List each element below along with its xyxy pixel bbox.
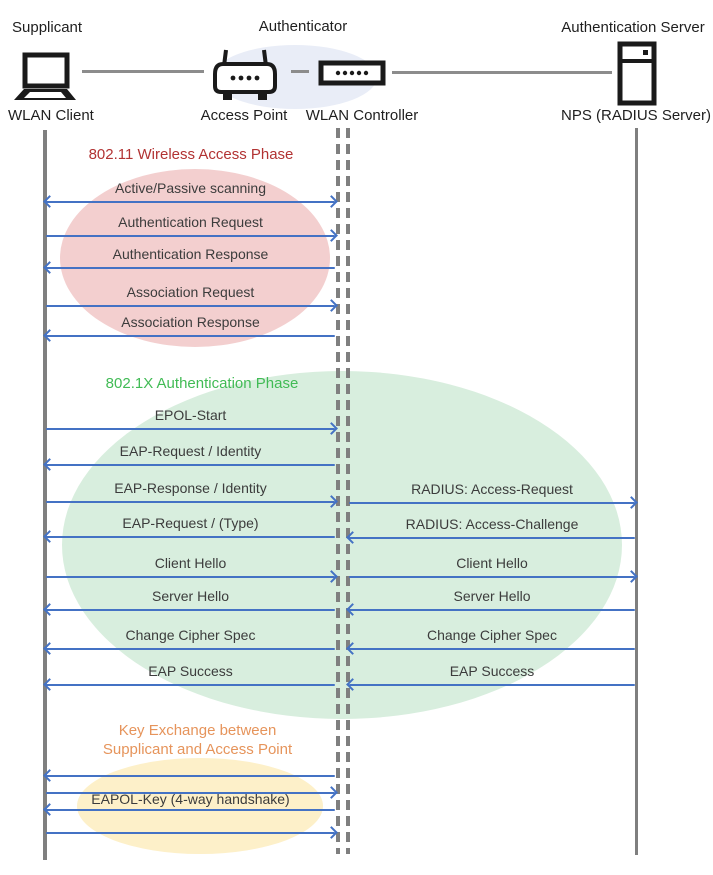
message-client-hello-left: Client Hello [45,552,338,583]
message-label: EAP Success [148,663,233,679]
arrow-line [46,774,335,777]
message-label: Authentication Response [112,246,269,262]
lifeline-controller-dashed-1 [336,128,340,854]
arrow-line [46,304,335,307]
laptop-icon [14,52,76,100]
message-label: Client Hello [456,555,528,571]
arrow-line [46,200,335,203]
message-radius-access-request: RADIUS: Access-Request [348,478,638,509]
message-active-passive-scanning: Active/Passive scanning [43,177,338,208]
message-label: Active/Passive scanning [115,180,266,196]
message-eapol-key-3: EAPOL-Key (4-way handshake) [43,785,336,816]
message-authentication-response: Authentication Response [43,243,336,274]
message-eapol-key-4 [45,808,338,839]
message-label: EAPOL-Key (4-way handshake) [91,791,290,807]
message-association-request: Association Request [45,281,338,312]
message-label: Change Cipher Spec [427,627,557,643]
arrow-line [46,808,335,811]
message-epol-start: EPOL-Start [45,404,338,435]
supplicant-role-label: Supplicant [12,19,83,36]
message-label: RADIUS: Access-Request [411,481,573,497]
message-label: Server Hello [151,588,230,604]
access-point-icon [213,49,277,100]
message-eapol-key-2 [45,768,338,799]
arrow-line [46,575,335,578]
auth-server-role-label: Authentication Server [561,19,705,36]
server-icon [617,41,657,106]
access-point-label: Access Point [200,107,288,124]
arrow-line [46,500,335,503]
phase-ellipse-80211 [60,169,330,347]
arrow-line [46,608,335,611]
lifeline-server [635,128,638,855]
link-controller-server [392,71,612,74]
message-change-cipher-spec-right: Change Cipher Spec [346,624,636,655]
arrow-line [46,427,335,430]
arrow-line [46,647,335,650]
arrow-line [46,791,335,794]
arrow-line [46,463,335,466]
link-client-ap [82,70,204,73]
message-eap-success-left: EAP Success [43,660,336,691]
message-label: Association Request [126,284,255,300]
message-label: Change Cipher Spec [125,627,256,643]
phase-ellipse-keyexchange [77,758,323,854]
message-radius-access-challenge: RADIUS: Access-Challenge [346,513,636,544]
phase-title-keyexchange-line2: Supplicant and Access Point [102,741,293,758]
message-association-response: Association Response [43,311,336,342]
nps-server-label: NPS (RADIUS Server) [560,107,712,124]
arrow-line [46,535,335,538]
message-server-hello-left: Server Hello [43,585,336,616]
message-eap-request-identity: EAP-Request / Identity [43,440,336,471]
message-change-cipher-spec-left: Change Cipher Spec [43,624,336,655]
message-eap-success-right: EAP Success [346,660,636,691]
arrow-line [349,608,635,611]
phase-title-8021x: 802.1X Authentication Phase [105,375,299,392]
lifeline-controller-dashed-2 [346,128,350,854]
message-client-hello-right: Client Hello [348,552,638,583]
message-eap-response-identity: EAP-Response / Identity [45,477,338,508]
arrow-line [349,575,635,578]
message-label: EAP Success [449,663,535,679]
message-server-hello-right: Server Hello [346,585,636,616]
phase-title-keyexchange-line1: Key Exchange between [118,722,277,739]
phase-title-80211: 802.11 Wireless Access Phase [88,146,294,163]
arrow-line [46,831,335,834]
message-label: Client Hello [154,555,227,571]
arrow-line [46,683,335,686]
message-eapol-key-1 [43,751,336,782]
wlan-controller-icon [318,60,386,86]
message-eap-request-type: EAP-Request / (Type) [43,512,336,543]
arrow-line [349,683,635,686]
arrow-line [349,536,635,539]
message-label: RADIUS: Access-Challenge [405,516,579,532]
phase-title-keyexchange: Key Exchange between Supplicant and Acce… [45,721,350,759]
message-label: EAP-Request / (Type) [122,515,259,531]
wlan-client-label: WLAN Client [8,107,94,124]
arrow-line [349,647,635,650]
message-label: Association Response [121,314,260,330]
message-label: EAP-Request / Identity [119,443,262,459]
arrow-line [46,266,335,269]
authenticator-role-label: Authenticator [258,18,348,35]
message-label: Authentication Request [118,214,263,230]
message-label: Server Hello [453,588,531,604]
message-label: EAP-Response / Identity [114,480,267,496]
arrow-line [46,234,335,237]
wlan-controller-label: WLAN Controller [305,107,419,124]
message-label: EPOL-Start [154,407,227,423]
lifeline-supplicant [43,130,47,860]
arrow-line [46,334,335,337]
message-authentication-request: Authentication Request [45,211,338,242]
arrow-line [349,501,635,504]
link-ap-controller [291,70,309,73]
